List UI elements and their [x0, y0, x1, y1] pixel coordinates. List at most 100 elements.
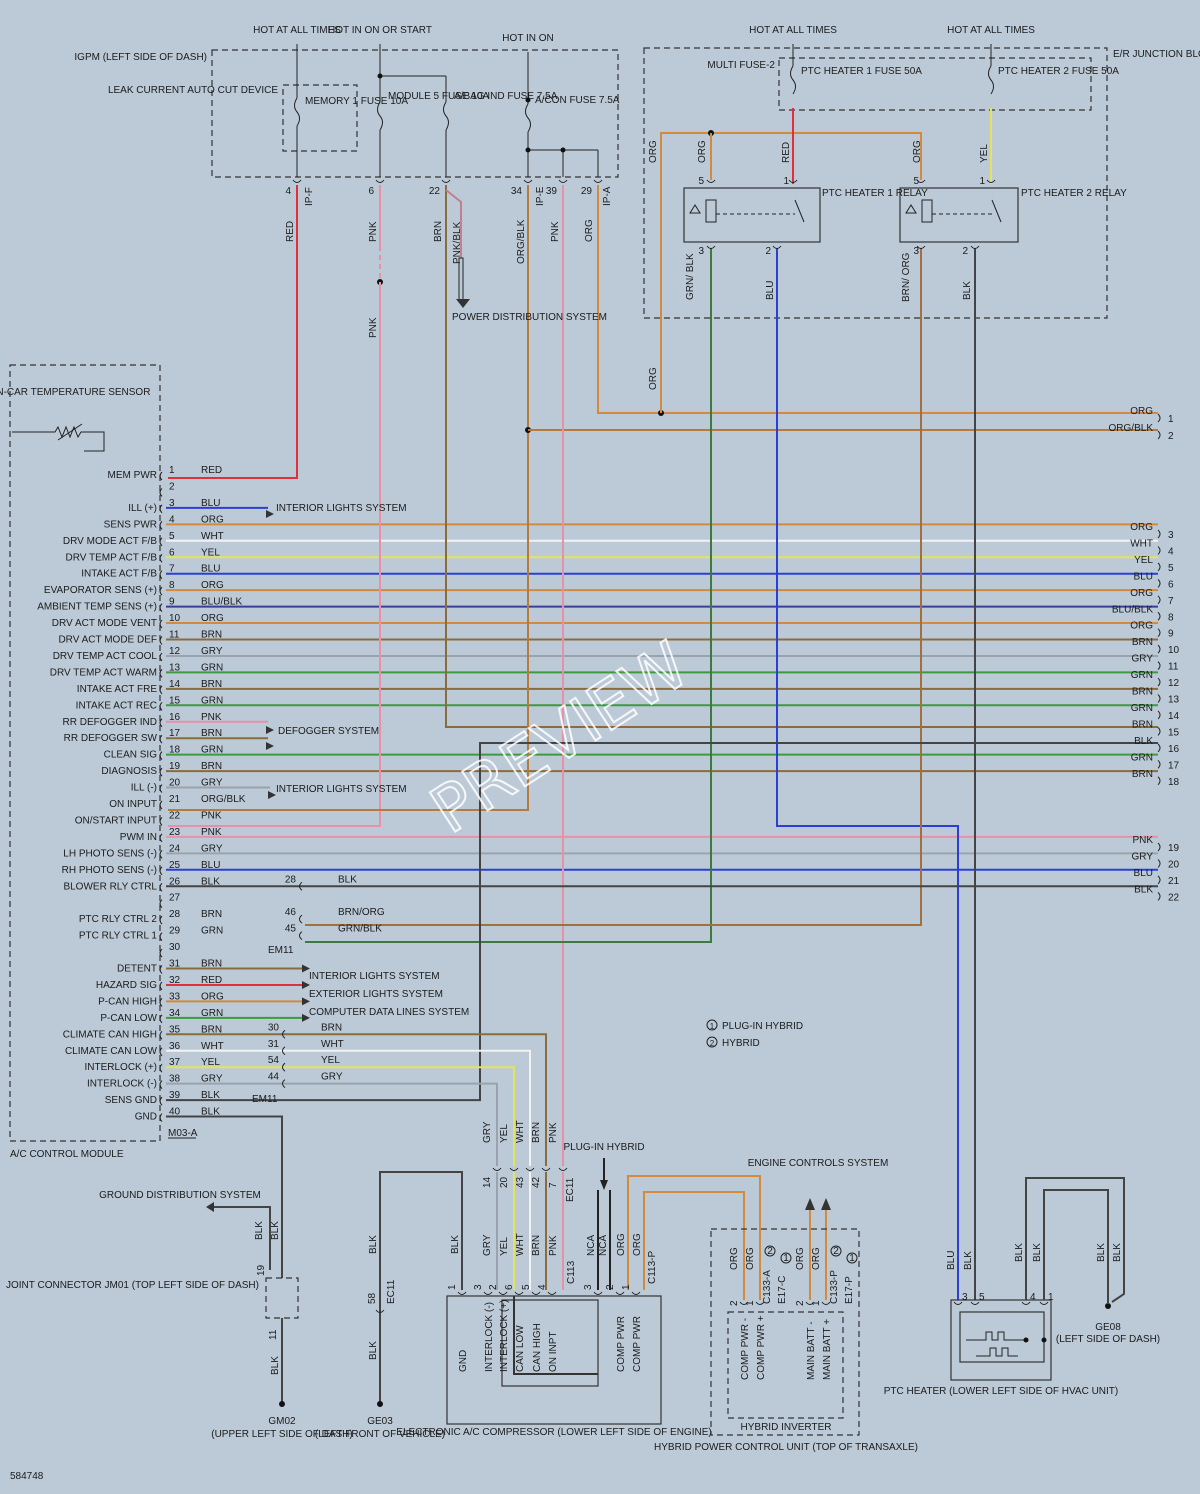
pcu-title: HYBRID POWER CONTROL UNIT (TOP OF TRANSA…	[654, 1442, 918, 1453]
arrow-pin-34	[302, 1013, 310, 1022]
module-pin-34-terminal	[159, 1014, 163, 1024]
wire-label-compressor-7: PNK	[548, 1235, 559, 1256]
engine-arrow-1	[805, 1198, 815, 1210]
right-edge-7-number: 7	[1168, 596, 1174, 607]
ec11-compressor-pin-14-color: GRY	[482, 1121, 493, 1143]
compressor-terminal-7	[615, 1291, 625, 1295]
module-pin-25-name: RH PHOTO SENS (-)	[62, 865, 157, 876]
module-pin-17-number: 17	[169, 728, 181, 739]
wire-mem-pwr-red	[168, 185, 298, 479]
module-pin-22-terminal	[159, 817, 163, 826]
ec11-compressor-pin-42-color: BRN	[531, 1122, 542, 1143]
inverter-pin-0-name: COMP PWR -	[740, 1318, 751, 1380]
module-pin-37-number: 37	[169, 1057, 181, 1068]
module-pin-8-color: ORG	[201, 580, 224, 591]
right-edge-4-terminal	[1157, 546, 1161, 555]
right-edge-10-terminal	[1157, 644, 1161, 654]
wire-label-ge08-blk-1: BLK	[1096, 1243, 1107, 1262]
module-pin-26-terminal	[159, 882, 163, 892]
wire-climate-can-high-brn	[166, 1033, 547, 1166]
ptc-terminal-4	[1021, 1301, 1031, 1305]
header-hot-at-all-times-2: HOT AT ALL TIMES	[749, 25, 837, 36]
module-pin-20-terminal	[159, 784, 163, 793]
module-pin-13-number: 13	[169, 662, 181, 673]
compressor-pin-7-name: COMP PWR	[616, 1316, 627, 1372]
igpm-terminal-2	[441, 179, 451, 183]
module-pin-38-color: GRY	[201, 1074, 223, 1085]
right-edge-13-number: 13	[1168, 695, 1180, 706]
module-pin-32-terminal	[159, 981, 163, 991]
module-pin-16-color: PNK	[201, 712, 222, 723]
ptc-heater-box	[950, 1299, 1052, 1381]
module-pin-4-color: ORG	[201, 514, 224, 525]
arrow-pin-32	[302, 980, 310, 989]
module-pin-7-terminal	[159, 570, 163, 580]
module-pin-39-color: BLK	[201, 1090, 220, 1101]
module-pin-22-color: PNK	[201, 810, 222, 821]
module-pin-37-name: INTERLOCK (+)	[84, 1062, 157, 1073]
module-pin-5-color: WHT	[201, 531, 224, 542]
wire-label-nca-b: NCA	[598, 1235, 609, 1256]
temperature-sensor-symbol	[12, 423, 105, 452]
module-pin-27-terminal	[159, 899, 163, 909]
ptc-terminal-3	[953, 1301, 963, 1305]
wire-brn-22	[445, 185, 1158, 728]
fuse-abag-label: A/BAG IND FUSE 7.5A	[454, 91, 558, 102]
right-edge-4-color: WHT	[1130, 538, 1153, 549]
module-pin-36-name: CLIMATE CAN LOW	[65, 1046, 158, 1057]
module-pin-18-color: GRN	[201, 745, 223, 756]
wire-label-j-org2: ORG	[697, 140, 708, 163]
module-pin-13-terminal	[159, 669, 163, 678]
compressor-pin-2-number: 2	[488, 1284, 499, 1290]
module-pin-10-color: ORG	[201, 613, 224, 624]
right-edge-2-number: 2	[1168, 431, 1174, 442]
module-pin-23-number: 23	[169, 827, 181, 838]
joint-pin-19: 19	[256, 1264, 267, 1276]
arrow-defogger-2	[266, 742, 274, 750]
inverter-pin-2-number: 2	[795, 1300, 806, 1306]
ptc-pin-3-color: BLU	[946, 1251, 957, 1270]
conn-ip-a: IP-A	[602, 186, 613, 206]
conn-ec11-compressor: EC11	[565, 1177, 576, 1202]
right-edge-8-terminal	[1157, 611, 1161, 621]
memory-fuse-box	[282, 84, 358, 152]
module-pin-18-name: CLEAN SIG	[104, 750, 158, 761]
em11-pin-31: 31	[268, 1039, 280, 1050]
igpm-pin-6: 6	[368, 186, 374, 197]
igpm-pin-39: 39	[546, 186, 558, 197]
module-pin-3-color: BLU	[201, 498, 220, 509]
right-edge-22-number: 22	[1168, 892, 1180, 903]
ground-ge08-desc: (LEFT SIDE OF DASH)	[1056, 1334, 1160, 1345]
module-pin-14-number: 14	[169, 679, 181, 690]
module-pin-8-name: EVAPORATOR SENS (+)	[44, 585, 157, 596]
module-pin-39-number: 39	[169, 1090, 181, 1101]
module-pin-7-number: 7	[169, 564, 175, 575]
wire-climate-can-low-wht	[166, 1049, 531, 1166]
igpm-title: IGPM (LEFT SIDE OF DASH)	[74, 52, 207, 63]
module-pin-24-number: 24	[169, 843, 181, 854]
wire-label-compressor-43: WHT	[515, 1233, 526, 1256]
wire-ptc-1-ge08	[1043, 1189, 1109, 1304]
module-pin-21-number: 21	[169, 794, 181, 805]
ptc-terminal-1	[1039, 1301, 1049, 1305]
compressor-terminal-8	[631, 1291, 641, 1295]
module-pin-17-name: RR DEFOGGER SW	[64, 733, 158, 744]
ground-dist-arrowhead	[206, 1202, 214, 1212]
wire-comp-pwr-1	[627, 1175, 761, 1300]
right-edge-6-color: BLU	[1134, 571, 1153, 582]
em11-terminal-31	[282, 1046, 286, 1056]
multi-fuse-label: MULTI FUSE-2	[707, 60, 775, 71]
em11-terminal-30	[282, 1029, 286, 1039]
inverter-terminal-3	[821, 1301, 831, 1305]
module-pin-11-number: 11	[169, 630, 180, 641]
ptc-pin-1: 1	[1048, 1292, 1054, 1303]
wire-label-j-blu: BLU	[765, 281, 776, 300]
conn-c133p: C133-P	[829, 1270, 840, 1304]
ground-ge08: GE08 (LEFT SIDE OF DASH)	[1056, 1303, 1160, 1345]
wire-sens-gnd-blk	[166, 742, 1158, 1102]
ground-ge03-id: GE03	[367, 1416, 393, 1427]
ec11-compressor-pin-43: 43	[515, 1176, 526, 1188]
module-pin-19-name: DIAGNOSIS	[101, 766, 157, 777]
